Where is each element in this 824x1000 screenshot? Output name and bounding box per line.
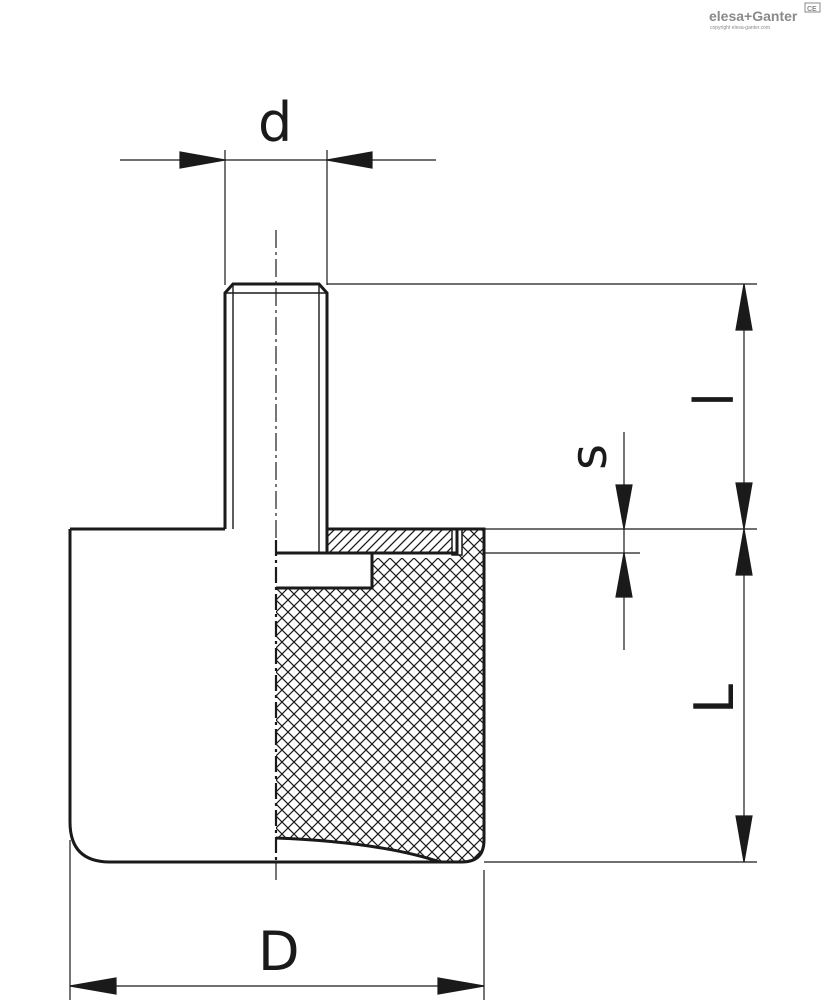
ce-badge-label: CE	[807, 6, 817, 13]
dimension-D	[69, 977, 485, 995]
dimension-label-s: s	[560, 444, 618, 470]
copyright-text: copyright elesa-ganter.com	[710, 25, 770, 31]
ce-badge	[804, 2, 821, 13]
brand-logo: elesa+Ganter copyright elesa-ganter.com …	[709, 2, 821, 31]
rubber-section-fill	[276, 529, 484, 862]
dimension-label-D: D	[258, 920, 300, 983]
insert-outline	[276, 529, 459, 590]
dimension-label-L: L	[683, 684, 746, 714]
body-outline	[68, 527, 486, 864]
metal-plate-hatch	[327, 529, 457, 553]
extension-lines	[69, 150, 757, 1000]
dimension-l	[735, 283, 753, 530]
threaded-stud	[223, 230, 329, 880]
dimension-s	[615, 432, 633, 650]
dimension-label-l: l	[683, 392, 746, 407]
buffer-body	[68, 527, 486, 864]
dimension-L	[735, 528, 753, 863]
dimension-d	[120, 151, 436, 169]
dimension-label-d: d	[258, 91, 292, 154]
bottom-curve	[275, 836, 441, 864]
brand-name: elesa+Ganter	[709, 8, 798, 24]
